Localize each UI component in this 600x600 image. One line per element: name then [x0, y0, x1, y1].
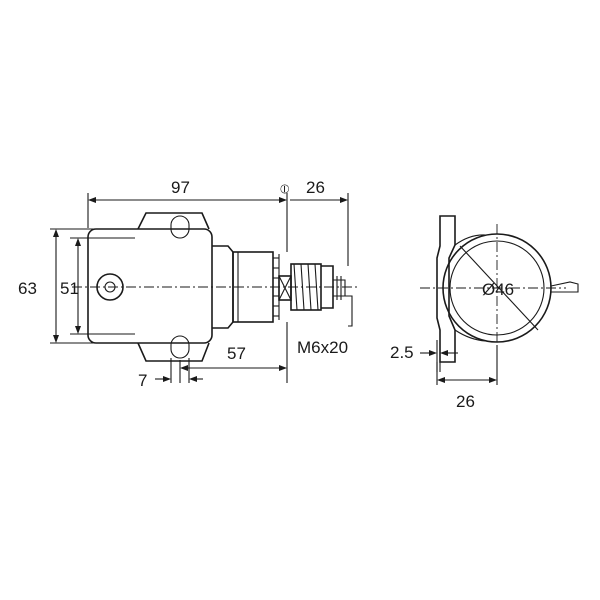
end-view: Ø46 [420, 215, 579, 364]
housing-body [87, 228, 213, 344]
side-view [72, 212, 358, 362]
dim-57-label: 57 [227, 344, 246, 363]
top-mounting-tab [137, 212, 210, 230]
dim-7: 7 [138, 358, 203, 390]
bottom-mounting-tab [137, 342, 210, 362]
tilt-marker: ⦶ [280, 181, 290, 196]
thread-spec-label: M6x20 [297, 338, 348, 357]
dim-7-label: 7 [138, 371, 147, 390]
dim-26-bottom: 26 [436, 345, 498, 411]
dim-51: 51 [60, 237, 135, 335]
dim-63: 63 [18, 228, 135, 344]
dim-26-bottom-label: 26 [456, 392, 475, 411]
dim-57: 57 [179, 322, 288, 383]
dim-2-5-label: 2.5 [390, 343, 414, 362]
dim-diameter-label: Ø46 [482, 280, 514, 299]
dim-97-label: 97 [171, 178, 190, 197]
dim-2-5: 2.5 [390, 340, 458, 372]
bottom-slot [170, 335, 190, 359]
dim-63-label: 63 [18, 279, 37, 298]
thread-callout: M6x20 [297, 295, 353, 357]
dim-26-top-label: 26 [306, 178, 325, 197]
bracket [436, 215, 456, 363]
top-slot [170, 215, 190, 239]
dim-51-label: 51 [60, 279, 79, 298]
dim-97: 97 [87, 178, 288, 252]
dim-26-top: 26 [290, 178, 349, 266]
